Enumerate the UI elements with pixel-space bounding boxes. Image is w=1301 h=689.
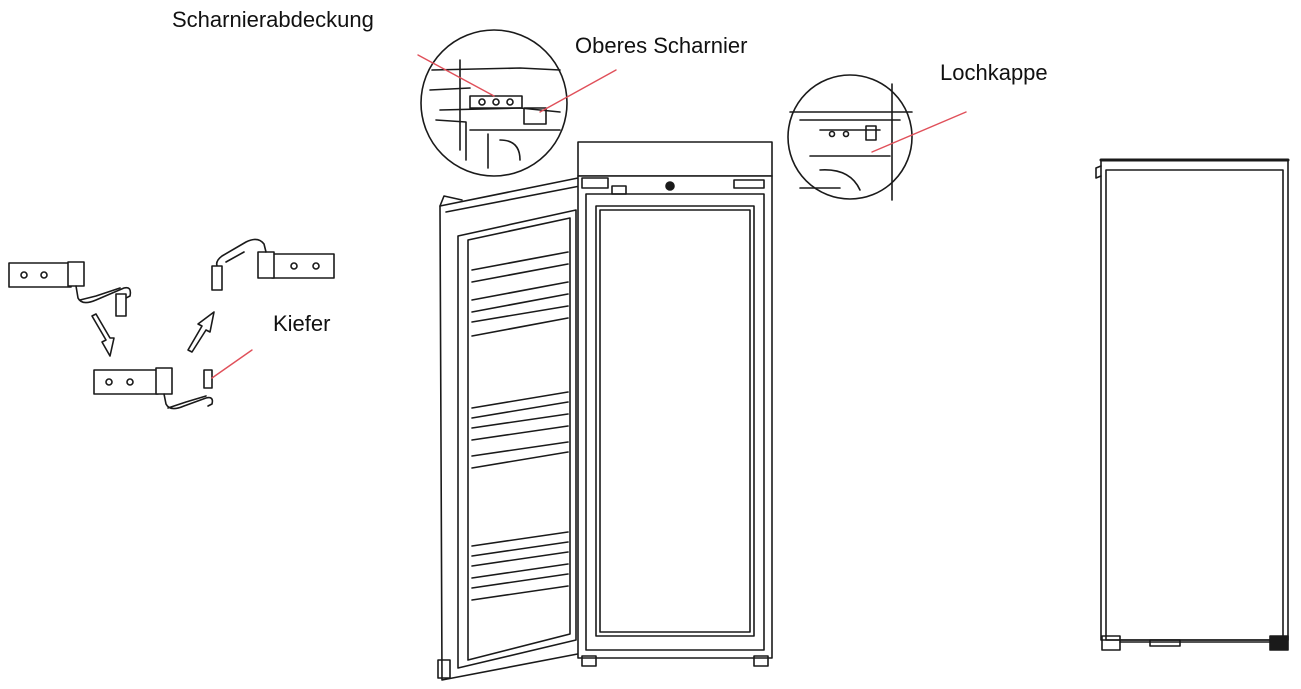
leader-lines (211, 54, 967, 379)
magnifier-upper-hinge (420, 29, 568, 177)
fridge-closed (1095, 158, 1290, 651)
hinge-sequence (8, 238, 335, 410)
label-hinge-cover: Scharnierabdeckung (172, 7, 374, 32)
label-jaw: Kiefer (273, 311, 331, 336)
arrow-up-right-icon (187, 311, 215, 353)
hinge-part-reversed (211, 238, 335, 291)
fridge-cabinet-open (577, 141, 773, 667)
hinge-part-jaw-removed (93, 367, 214, 410)
label-upper-hinge: Oberes Scharnier (575, 33, 748, 58)
leader-hole-cap (871, 111, 967, 153)
magnifier-hole-cap (787, 74, 913, 201)
leader-hinge-cover (417, 54, 495, 97)
leader-upper-hinge (539, 69, 617, 113)
leader-jaw (211, 349, 253, 379)
label-hole-cap: Lochkappe (940, 60, 1048, 85)
hinge-part-original (8, 261, 132, 317)
arrow-down-icon (91, 313, 115, 357)
fridge-open-door (437, 177, 589, 681)
